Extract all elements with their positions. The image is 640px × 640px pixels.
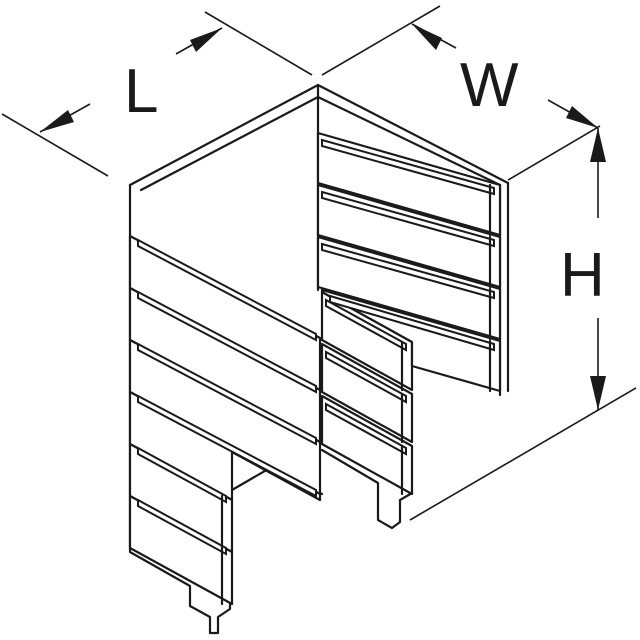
- left-fin-4-slot: [137, 394, 317, 498]
- width-label: W: [460, 51, 519, 120]
- right-front-fin-2-slot: [325, 350, 407, 404]
- left-fin-2-slot: [137, 290, 317, 394]
- length-extension-right: [204, 11, 313, 76]
- left-panel-outline: [128, 183, 232, 635]
- back-fin-4-slot: [329, 294, 495, 352]
- length-extension-left: [1, 113, 109, 177]
- length-arrow-left: [40, 110, 74, 132]
- width-extension-right: [507, 125, 601, 181]
- dimension-height: H: [409, 128, 637, 521]
- height-label: H: [560, 241, 605, 310]
- length-arrow-right: [190, 28, 222, 52]
- right-front-fin-3-slot: [325, 402, 407, 456]
- length-label: L: [124, 57, 158, 126]
- left-fin-6-slot: [137, 498, 227, 556]
- height-extension-bottom: [409, 387, 637, 521]
- back-right-fins: [316, 131, 502, 393]
- back-fin-3-slot: [321, 242, 495, 300]
- left-fins: [128, 234, 322, 606]
- right-panel-outline: [498, 181, 510, 397]
- left-fin-5-slot: [137, 446, 227, 504]
- width-arrow-right: [566, 106, 598, 128]
- height-arrow-bottom: [590, 376, 606, 410]
- left-fin-3-slot: [137, 342, 317, 446]
- height-arrow-top: [590, 128, 606, 162]
- left-fin-1-slot-path: [137, 238, 317, 342]
- dimension-length: L: [1, 11, 313, 177]
- back-fin-1-slot: [321, 138, 495, 196]
- right-pin: [320, 448, 414, 530]
- width-extension-left: [321, 5, 441, 76]
- width-arrow-left: [412, 24, 442, 50]
- back-fin-4: [320, 288, 502, 393]
- right-front-fins: [320, 290, 414, 496]
- dimension-width: W: [321, 5, 601, 181]
- back-fin-2-slot: [321, 190, 495, 248]
- right-front-fin-1-slot: [325, 298, 407, 352]
